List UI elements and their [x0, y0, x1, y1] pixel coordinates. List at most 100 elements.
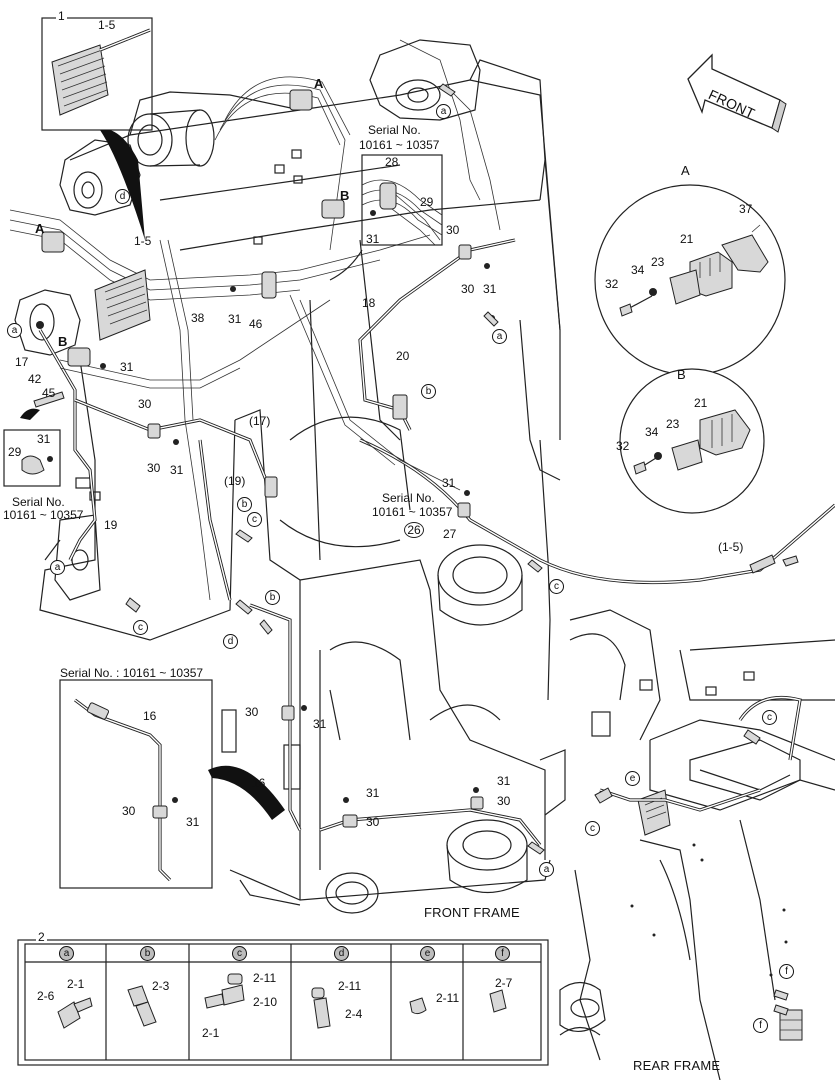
pipe-inset-label-30: 30	[122, 804, 136, 818]
label-26: 26	[404, 522, 424, 538]
callout-b: b	[237, 497, 252, 512]
detail-A-part-34: 34	[631, 263, 645, 277]
table-a-part-2-6: 2-6	[37, 989, 55, 1003]
section-B-top: B	[340, 188, 350, 203]
table-header-d: d	[334, 946, 349, 961]
detail-B-art	[619, 368, 765, 514]
fittings-table-number: 2	[36, 930, 47, 944]
callout-a: a	[539, 862, 554, 877]
label-38: 38	[191, 311, 205, 325]
label-28: 28	[385, 155, 399, 169]
label-19: 19	[104, 518, 118, 532]
table-header-b: b	[140, 946, 155, 961]
callout-a: a	[50, 560, 65, 575]
detail-B-letter: B	[677, 367, 686, 382]
rear-frame-body	[559, 609, 835, 1080]
label-30-f: 30	[497, 794, 511, 808]
detail-A-part-23: 23	[651, 255, 665, 269]
callout-c: c	[762, 710, 777, 725]
label-31-left: 31	[37, 432, 51, 446]
table-d-part-2-11: 2-11	[338, 979, 362, 993]
table-a-part-2-1: 2-1	[67, 977, 85, 991]
detail-B-part-21: 21	[694, 396, 708, 410]
table-c-part-2-10: 2-10	[253, 995, 278, 1009]
label-31-e: 31	[442, 476, 456, 490]
front-frame-title: FRONT FRAME	[424, 905, 520, 920]
serial-note-mid-line1: Serial No.	[382, 491, 435, 505]
label-30-e: 30	[366, 815, 380, 829]
label-42: 42	[28, 372, 42, 386]
serial-note-pipe-inset: Serial No. : 10161 ~ 10357	[60, 666, 204, 680]
table-b-part-2-3: 2-3	[152, 979, 170, 993]
front-frame-body	[14, 39, 755, 914]
label-18: 18	[362, 296, 376, 310]
callout-c: c	[549, 579, 564, 594]
table-header-f: f	[495, 946, 510, 961]
detail-A-part-32: 32	[605, 277, 619, 291]
label-30-a: 30	[138, 397, 152, 411]
detail-A-letter: A	[681, 163, 690, 178]
callout-c: c	[133, 620, 148, 635]
label-19-paren: (19)	[224, 474, 246, 488]
callout-d: d	[115, 189, 130, 204]
label-17-paren: (17)	[249, 414, 271, 428]
section-B-left: B	[58, 334, 68, 349]
label-30-b: 30	[147, 461, 161, 475]
pipe-inset-art	[59, 679, 285, 889]
serial-note-top-line2: 10161 ~ 10357	[359, 138, 440, 152]
label-16: 16	[252, 776, 266, 790]
detail-A-art	[594, 184, 786, 376]
detail-B-part-23: 23	[666, 417, 680, 431]
label-30-d: 30	[461, 282, 475, 296]
label-31-d: 31	[483, 282, 497, 296]
label-45: 45	[42, 386, 56, 400]
label-20: 20	[396, 349, 410, 363]
callout-e: e	[625, 771, 640, 786]
callout-a: a	[7, 323, 22, 338]
label-31-f: 31	[366, 786, 380, 800]
table-c-part-2-11: 2-11	[253, 971, 277, 985]
callout-a: a	[436, 104, 451, 119]
label-31-a: 31	[120, 360, 134, 374]
table-c-part-2-1: 2-1	[202, 1026, 220, 1040]
inset-serial-left-art	[3, 408, 61, 487]
callout-b: b	[421, 384, 436, 399]
rear-frame-title: REAR FRAME	[633, 1058, 721, 1073]
table-f-part-2-7: 2-7	[495, 976, 513, 990]
section-A-left: A	[35, 221, 45, 236]
inset-serial-top-art	[329, 154, 443, 281]
label-17: 17	[15, 355, 29, 369]
inset-1-art	[41, 17, 153, 240]
callout-c: c	[585, 821, 600, 836]
label-27: 27	[443, 527, 457, 541]
table-header-a: a	[59, 946, 74, 961]
clamps-fittings	[33, 83, 799, 1016]
label-31-mid: 31	[313, 717, 327, 731]
callout-f: f	[753, 1018, 768, 1033]
label-46: 46	[249, 317, 263, 331]
table-d-part-2-4: 2-4	[345, 1007, 363, 1021]
callout-d: d	[223, 634, 238, 649]
serial-note-top-line1: Serial No.	[368, 123, 421, 137]
callout-f: f	[779, 964, 794, 979]
table-e-part-2-11: 2-11	[436, 991, 460, 1005]
front-arrow	[687, 53, 787, 133]
table-header-c: c	[232, 946, 247, 961]
serial-note-left-line1: Serial No.	[12, 495, 65, 509]
serial-note-mid-line2: 10161 ~ 10357	[372, 505, 453, 519]
label-31-top: 31	[366, 232, 380, 246]
label-31-b: 31	[170, 463, 184, 477]
callout-a: a	[492, 329, 507, 344]
label-29-left: 29	[8, 445, 22, 459]
inset-1-part-label: 1-5	[98, 18, 116, 32]
label-30-c: 30	[446, 223, 460, 237]
label-30-mid: 30	[245, 705, 259, 719]
fittings-table-art	[17, 939, 549, 1066]
label-1-5-left: 1-5	[134, 234, 152, 248]
label-29-top: 29	[420, 195, 434, 209]
label-31-c: 31	[228, 312, 242, 326]
detail-A-part-21: 21	[680, 232, 694, 246]
table-header-e: e	[420, 946, 435, 961]
